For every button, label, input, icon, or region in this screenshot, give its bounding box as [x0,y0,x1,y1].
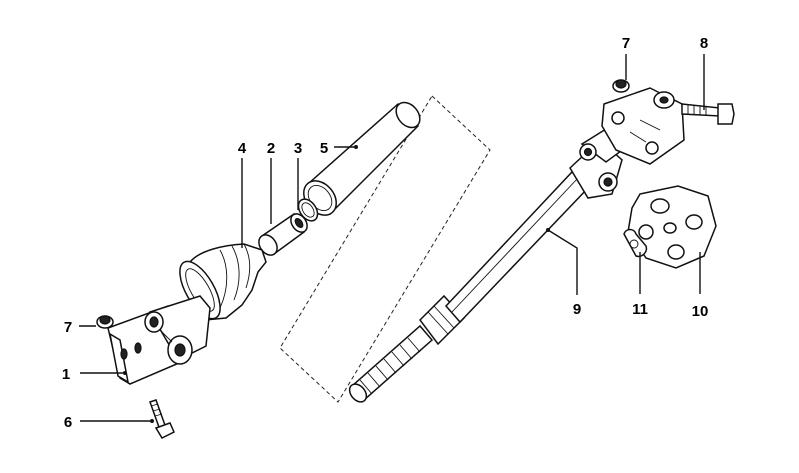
part-8-bolt [681,103,735,125]
callout-6: 6 [64,414,72,431]
part-9-steering-shaft [348,87,685,403]
part-1-universal-joint [107,295,211,385]
callout-4: 4 [238,140,247,157]
callout-2: 2 [267,140,275,157]
part-6-bolt [149,399,175,439]
part-7-nut-lower [96,315,114,329]
callout-8: 8 [700,35,708,52]
part-4-boot [179,243,267,321]
part-2-bushing [258,212,308,256]
callout-10: 10 [692,303,709,320]
callout-5: 5 [320,140,328,157]
callout-9: 9 [573,301,581,318]
callout-3: 3 [294,140,302,157]
leader-lines [79,54,705,422]
assembly-dashed-outline [279,95,491,403]
callout-7-upper: 7 [622,35,630,52]
leader-dots [123,145,550,423]
part-3-ring [297,198,319,222]
part-5-tube [302,101,421,216]
callout-1: 1 [62,366,70,383]
callout-7-lower: 7 [64,319,72,336]
part-10-flex-disc [627,185,717,269]
part-7-nut-upper [612,79,630,93]
callout-11: 11 [632,301,648,318]
